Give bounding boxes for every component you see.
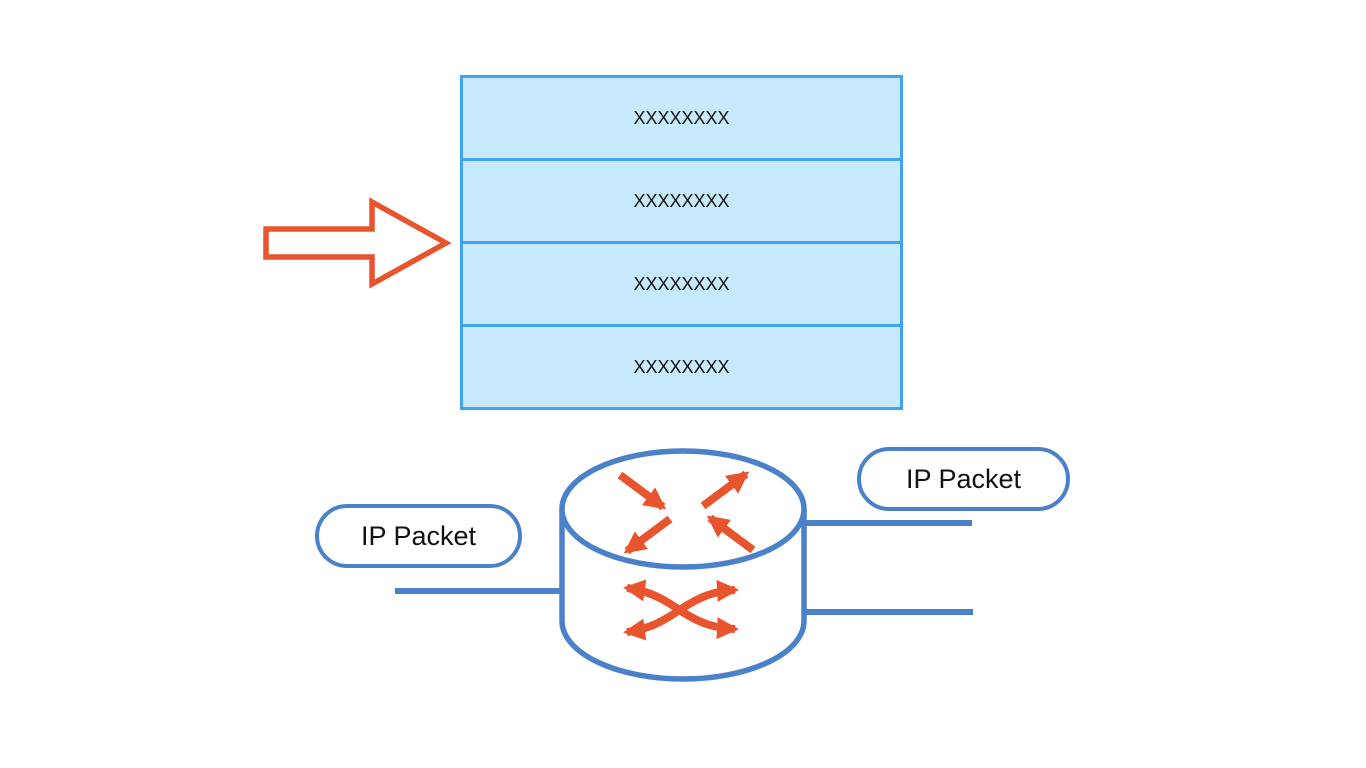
router-icon — [559, 448, 807, 682]
table-row-label: XXXXXXXX — [633, 190, 730, 211]
table-row: XXXXXXXX — [463, 241, 900, 324]
ip-packet-label-right: IP Packet — [857, 447, 1070, 511]
table-row-label: XXXXXXXX — [633, 273, 730, 294]
ip-packet-label-left: IP Packet — [315, 504, 522, 568]
table-row-label: XXXXXXXX — [633, 356, 730, 377]
ip-packet-text: IP Packet — [905, 463, 1022, 494]
router-top-arrows — [617, 470, 756, 555]
table-row: XXXXXXXX — [463, 324, 900, 407]
table-row-label: XXXXXXXX — [633, 107, 730, 128]
connector-line-right-bottom — [803, 609, 973, 615]
packet-header-table: XXXXXXXX XXXXXXXX XXXXXXXX XXXXXXXX — [460, 75, 903, 410]
table-row: XXXXXXXX — [463, 78, 900, 158]
router-side-arrows — [623, 579, 739, 641]
right-arrow-icon — [263, 197, 452, 289]
ip-packet-text: IP Packet — [360, 520, 477, 551]
table-row: XXXXXXXX — [463, 158, 900, 241]
connector-line-right-top — [795, 520, 972, 526]
connector-line-left — [395, 588, 562, 594]
